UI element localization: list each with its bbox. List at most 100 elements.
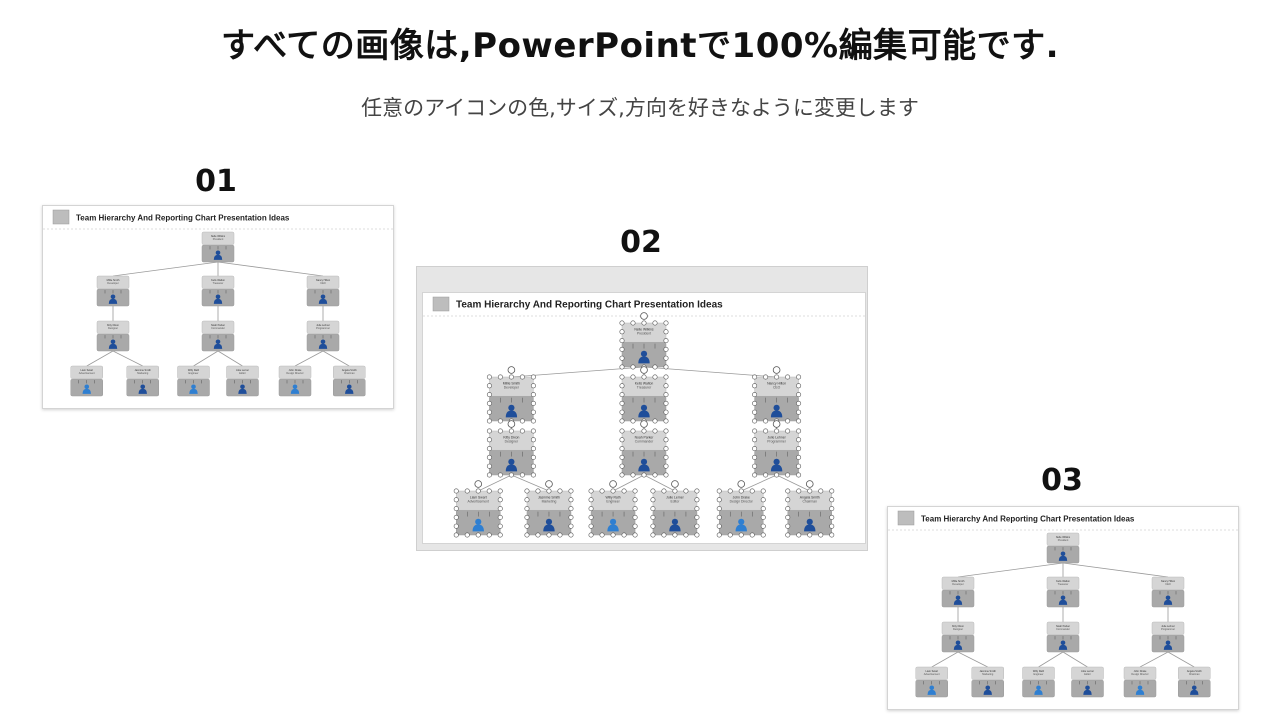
- node-label-box: [126, 365, 159, 379]
- person-icon-body: [505, 410, 518, 418]
- connector-line: [112, 350, 143, 367]
- selection-handle: [663, 346, 669, 352]
- selection-handle: [497, 374, 503, 380]
- node-label-box: [306, 275, 340, 289]
- node-role: Editor: [239, 372, 246, 375]
- selection-handle: [752, 392, 758, 398]
- node-name: Nancy Hilton: [1161, 580, 1176, 583]
- person-icon-body: [543, 524, 555, 532]
- selection-handle: [663, 355, 669, 361]
- selection-handle: [630, 320, 636, 326]
- selection-handle: [588, 514, 594, 520]
- selection-handle: [632, 488, 638, 494]
- connector-line: [1167, 651, 1195, 668]
- person-icon-head: [320, 294, 326, 300]
- person-icon-head: [1060, 595, 1066, 601]
- person-icon-body: [213, 343, 223, 349]
- person-icon-head: [955, 595, 961, 601]
- selection-handle: [672, 488, 678, 494]
- node-role: Programmer: [1161, 628, 1175, 631]
- selection-handle: [650, 532, 656, 538]
- person-icon-head: [140, 384, 146, 390]
- node-name: Angela Smith: [1187, 670, 1202, 673]
- person-icon-body: [290, 388, 300, 394]
- node-role: Developer: [504, 385, 520, 389]
- node-name: Nelle Wilkins: [211, 235, 226, 238]
- person-icon: [108, 339, 118, 349]
- selection-handle: [535, 488, 541, 494]
- node-name: Julie Lerner: [236, 369, 249, 372]
- selection-handle: [568, 523, 574, 529]
- connector-line: [957, 562, 1064, 578]
- person-icon-head: [1060, 551, 1066, 557]
- connector-line: [931, 651, 959, 668]
- node-role: Treasurer: [637, 385, 652, 389]
- selection-handle: [785, 374, 791, 380]
- person-icon: [108, 294, 118, 304]
- connector-line: [1062, 562, 1169, 578]
- selection-handle: [508, 428, 514, 434]
- selection-handle: [663, 338, 669, 344]
- node-role: Engineer: [1033, 673, 1043, 676]
- selection-handle: [663, 472, 669, 478]
- selection-handle: [546, 488, 552, 494]
- slide-preview-02[interactable]: Team Hierarchy And Reporting Chart Prese…: [422, 292, 866, 544]
- selection-handle: [464, 532, 470, 538]
- selection-handle: [716, 506, 722, 512]
- selection-handle: [749, 488, 755, 494]
- person-icon: [927, 685, 936, 695]
- slide-logo: [432, 296, 450, 312]
- selection-handle: [796, 409, 802, 415]
- selection-handle: [796, 418, 802, 424]
- selection-handle: [486, 409, 492, 415]
- selection-handle: [652, 364, 658, 370]
- node-label-box: [1151, 576, 1185, 590]
- selection-handle: [453, 523, 459, 529]
- slide-preview-01[interactable]: Team Hierarchy And Reporting Chart Prese…: [42, 205, 394, 409]
- node-role: President: [213, 238, 224, 241]
- person-icon-head: [609, 518, 617, 525]
- selection-handle: [760, 497, 766, 503]
- connector-line: [1139, 651, 1169, 668]
- selection-handles: [486, 420, 536, 478]
- selection-handle: [508, 472, 514, 478]
- rotate-handle: [640, 420, 648, 428]
- selection-handle: [774, 428, 780, 434]
- person-icon-body: [318, 298, 328, 304]
- node-role: Advertisement: [468, 499, 490, 503]
- selection-handle: [486, 454, 492, 460]
- person-icon-head: [1036, 685, 1041, 691]
- connector-line: [1038, 651, 1064, 668]
- person-icon-head: [215, 294, 221, 300]
- person-icon-body: [927, 689, 936, 695]
- slide-preview-03[interactable]: Team Hierarchy And Reporting Chart Prese…: [887, 506, 1239, 710]
- node-name: Jasmine Smith: [980, 670, 997, 673]
- connector-line: [217, 261, 324, 277]
- person-icon-head: [806, 518, 813, 525]
- selection-handle: [785, 428, 791, 434]
- node-role: Designer: [505, 439, 519, 443]
- selection-handle: [818, 488, 824, 494]
- person-icon: [1163, 595, 1173, 605]
- selection-handle: [497, 488, 503, 494]
- selection-handle: [785, 514, 791, 520]
- selection-handle: [497, 497, 503, 503]
- rotate-handle: [640, 366, 648, 374]
- node-name: Noah Parker: [1056, 625, 1070, 628]
- selection-handle: [632, 523, 638, 529]
- person-icon-body: [638, 356, 650, 364]
- node-role: Advertisement: [924, 673, 940, 676]
- node-role: Marketing: [542, 499, 557, 503]
- person-icon-head: [985, 685, 991, 691]
- node-name: Liam Swart: [925, 670, 938, 673]
- selection-handle: [652, 418, 658, 424]
- node-label-box: [70, 365, 103, 379]
